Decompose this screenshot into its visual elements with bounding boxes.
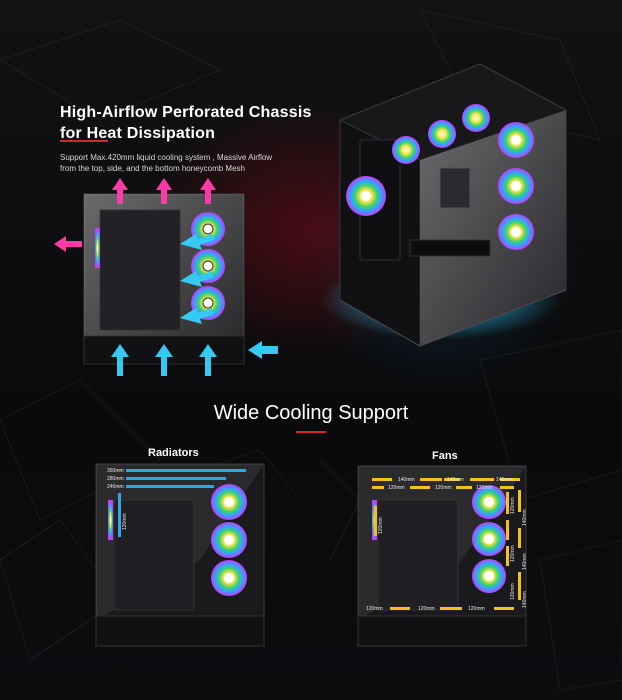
- exhaust-arrows-top: [112, 178, 216, 204]
- fans-title: Fans: [432, 450, 458, 462]
- fan-top-label: 140mm: [398, 477, 415, 483]
- fan-top-label: 140mm: [447, 477, 464, 483]
- airflow-case-body: [83, 193, 245, 365]
- description-line-1: Support Max.420mm liquid cooling system …: [60, 153, 273, 162]
- fan-mount-bars: [372, 478, 521, 610]
- fan-bottom-label: 120mm: [366, 606, 383, 612]
- product-case-3d: [320, 63, 567, 347]
- fan-top-label: 120mm: [476, 485, 493, 491]
- section-title: Wide Cooling Support: [213, 402, 409, 424]
- fan-icon: [428, 120, 456, 148]
- fan-top-label: 140mm: [496, 477, 513, 483]
- radiator-label-360: 360mm: [107, 468, 124, 474]
- radiators-title: Radiators: [148, 447, 199, 459]
- fan-top-label: 120mm: [435, 485, 452, 491]
- airflow-case-illustration: [54, 63, 567, 376]
- fan-icon: [392, 136, 420, 164]
- arrow-up-icon: [199, 344, 217, 376]
- fan-top-label: 120mm: [388, 485, 405, 491]
- arrow-up-icon: [156, 178, 172, 204]
- fan-side-label: 140mm: [522, 591, 528, 608]
- title-underline: [60, 140, 108, 142]
- arrow-up-icon: [112, 178, 128, 204]
- feature-title-line-1: High-Airflow Perforated Chassis: [60, 104, 312, 121]
- arrow-left-icon: [248, 341, 278, 359]
- arrow-up-icon: [200, 178, 216, 204]
- fan-side-label: 140mm: [522, 509, 528, 526]
- arrow-left-icon: [180, 234, 214, 250]
- fan-bottom-label: 120mm: [418, 606, 435, 612]
- fan-icon: [462, 104, 490, 132]
- radiator-bars: [118, 469, 246, 537]
- arrow-left-icon: [180, 271, 214, 287]
- radiator-label-280: 280mm: [107, 476, 124, 482]
- fan-side-label: 120mm: [510, 583, 516, 600]
- arrow-left-icon: [180, 308, 214, 324]
- radiator-label-240: 240mm: [107, 484, 124, 490]
- description-line-2: from the top, side, and the bottom honey…: [60, 164, 245, 173]
- arrow-up-icon: [111, 344, 129, 376]
- arrow-left-icon: [54, 236, 82, 252]
- fan-rear-label: 120mm: [378, 517, 384, 534]
- feature-title-line-2: for Heat Dissipation: [60, 125, 216, 142]
- arrow-up-icon: [155, 344, 173, 376]
- fan-side-label: 140mm: [522, 553, 528, 570]
- feature-title: High-Airflow Perforated Chassis for Heat…: [60, 102, 312, 144]
- section-title-underline: [296, 431, 326, 433]
- feature-description: Support Max.420mm liquid cooling system …: [60, 152, 340, 174]
- intake-arrows-side: [180, 234, 214, 324]
- radiator-label-120: 120mm: [122, 513, 128, 530]
- intake-arrows-bottom: [111, 344, 217, 376]
- fan-side-label: 120mm: [510, 545, 516, 562]
- fan-bottom-label: 120mm: [468, 606, 485, 612]
- fan-side-label: 120mm: [510, 497, 516, 514]
